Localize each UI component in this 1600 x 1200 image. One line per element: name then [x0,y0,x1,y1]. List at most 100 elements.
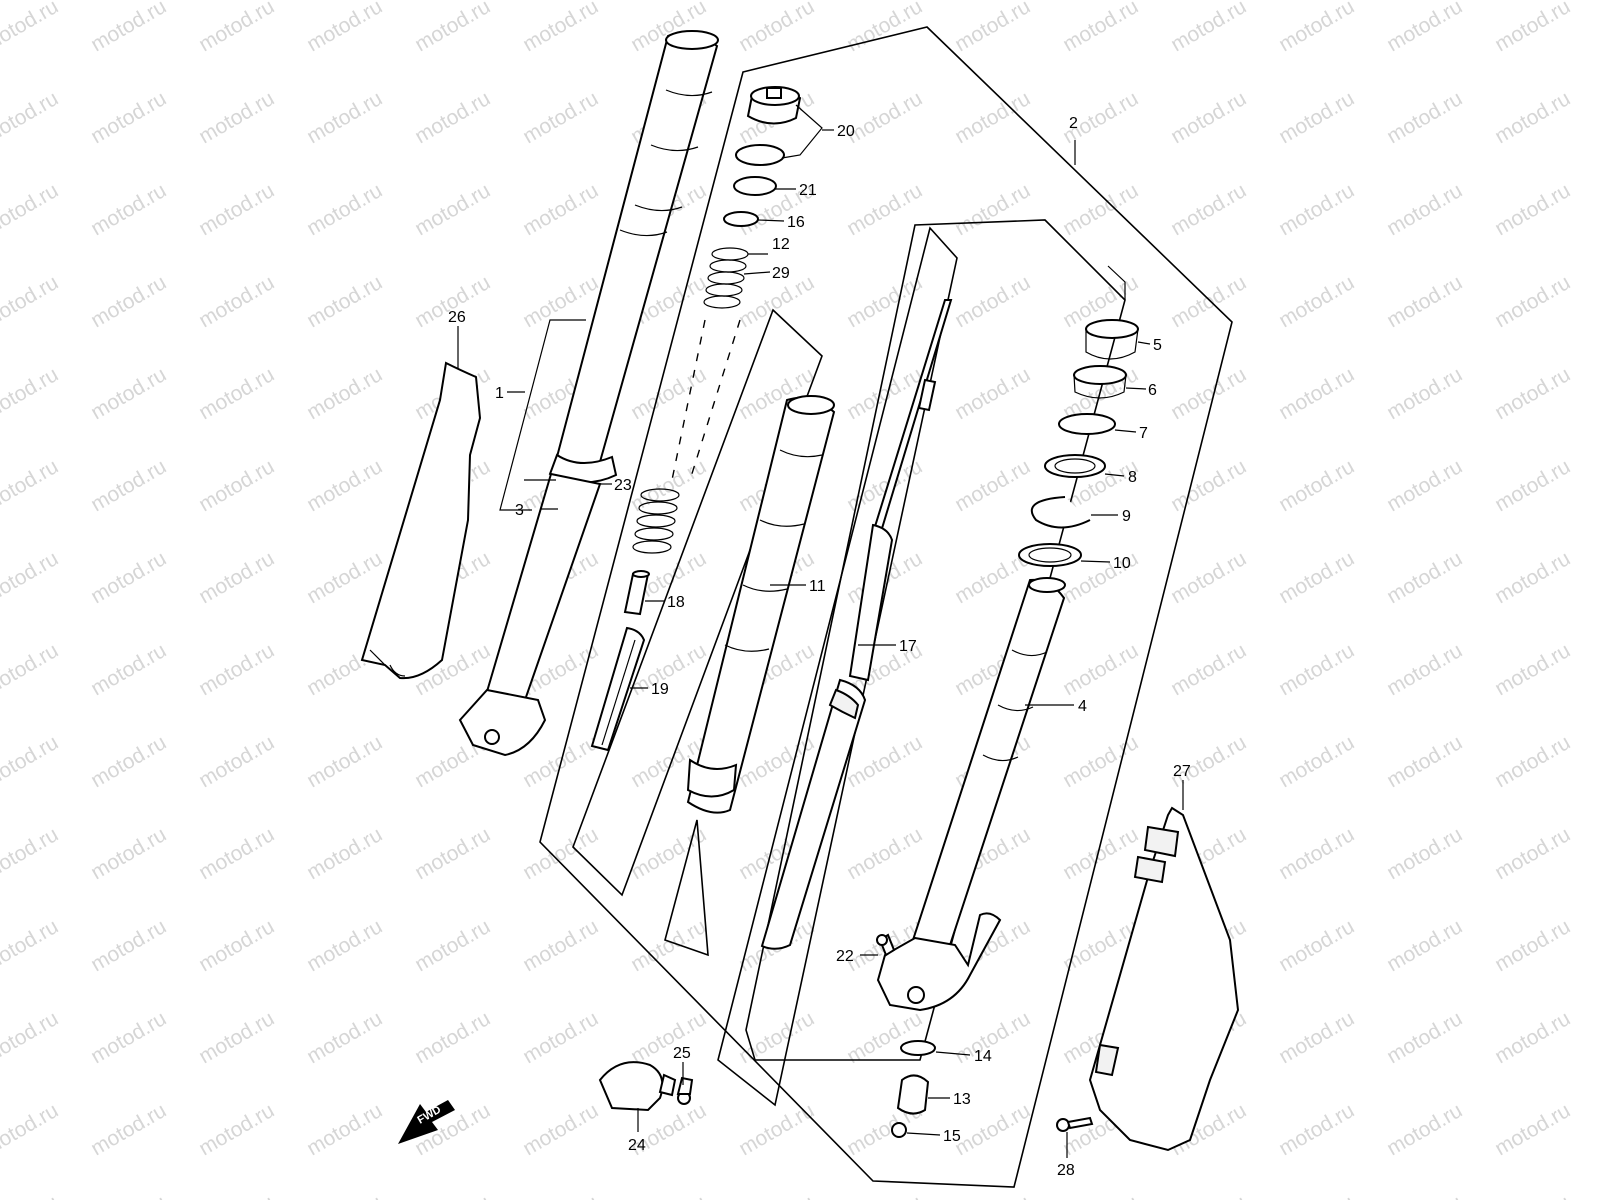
leader-lines [457,104,1184,1158]
watermark-text: motod.ru [1059,1191,1142,1200]
watermark-text: motod.ru [519,0,602,56]
watermark-text: motod.ru [195,915,278,976]
callout-14: 14 [974,1048,992,1065]
callout-26: 26 [448,309,466,326]
watermark-text: motod.ru [0,823,62,884]
watermark-text: motod.ru [1275,1007,1358,1068]
assembly-11-group-outline [572,308,823,897]
callout-19: 19 [651,681,669,698]
watermark-text: motod.ru [1491,363,1574,424]
watermark-text: motod.ru [843,731,926,792]
watermark-text: motod.ru [303,1099,386,1160]
watermark-text: motod.ru [1491,823,1574,884]
watermark-text: motod.ru [303,1007,386,1068]
watermark-text: motod.ru [1383,915,1466,976]
watermark-text: motod.ru [951,455,1034,516]
watermark-text: motod.ru [951,363,1034,424]
watermark-text: motod.ru [1275,823,1358,884]
outer-tube-part-1 [458,30,719,757]
watermark-text: motod.ru [1167,179,1250,240]
assembly-11-inner-outline [664,819,709,957]
watermark-text: motod.ru [1491,271,1574,332]
callout-3: 3 [515,502,524,519]
watermark-text: motod.ru [1275,87,1358,148]
watermark-text: motod.ru [1383,363,1466,424]
watermark-text: motod.ru [195,547,278,608]
collar-part-18 [623,570,650,616]
watermark-text: motod.ru [1491,731,1574,792]
watermark-text: motod.ru [519,271,602,332]
spring-lower [632,488,680,554]
watermark-text: motod.ru [195,0,278,56]
watermark-text: motod.ru [87,455,170,516]
watermark-text: motod.ru [411,87,494,148]
fork-guard-part-27 [1088,806,1240,1152]
watermark-text: motod.ru [303,1191,386,1200]
watermark-text: motod.ru [843,0,926,56]
callout-25: 25 [673,1045,691,1062]
watermark-text: motod.ru [1383,271,1466,332]
watermark-text: motod.ru [1383,0,1466,56]
watermark-text: motod.ru [0,639,62,700]
watermark-text: motod.ru [0,271,62,332]
watermark-text: motod.ru [1167,639,1250,700]
watermark-text: motod.ru [195,823,278,884]
watermark-text: motod.ru [0,179,62,240]
watermark-text: motod.ru [1059,639,1142,700]
watermark-text: motod.ru [0,731,62,792]
callout-28: 28 [1057,1162,1075,1179]
watermark-text: motod.ru [951,1007,1034,1068]
callout-labels: 1 2 3 4 5 6 7 8 9 10 11 12 13 14 15 16 1… [448,115,1191,1179]
watermark-text: motod.ru [0,1191,62,1200]
watermark-text: motod.ru [951,179,1034,240]
callout-22: 22 [836,948,854,965]
watermark-text: motod.ru [1275,639,1358,700]
callout-17: 17 [899,638,917,655]
watermark-text: motod.ru [87,823,170,884]
watermark-text: motod.ru [1167,547,1250,608]
watermark-text: motod.ru [195,731,278,792]
callout-12: 12 [772,236,790,253]
watermark-text: motod.ru [1275,731,1358,792]
watermark-text: motod.ru [411,1007,494,1068]
callout-8: 8 [1128,469,1137,486]
washer-part-21 [733,176,777,196]
callout-16: 16 [787,214,805,231]
callout-5: 5 [1153,337,1162,354]
watermark-text: motod.ru [1491,179,1574,240]
clamp-part-24 [598,1061,677,1112]
watermark-text: motod.ru [195,87,278,148]
watermark-text: motod.ru [519,823,602,884]
washer-part-7 [1058,413,1116,435]
watermark-text: motod.ru [1275,179,1358,240]
watermark-text: motod.ru [735,1191,818,1200]
watermark-text: motod.ru [1275,455,1358,516]
watermark-text: motod.ru [1383,455,1466,516]
watermark-text: motod.ru [303,823,386,884]
watermark-text: motod.ru [1167,271,1250,332]
bolt-part-22 [876,933,896,957]
callout-23: 23 [614,477,632,494]
watermark-text: motod.ru [519,915,602,976]
callout-21: 21 [799,182,817,199]
washer-part-16 [723,211,759,227]
watermark-text: motod.ru [1383,87,1466,148]
nut-part-13 [896,1074,930,1115]
watermark-text: motod.ru [519,1007,602,1068]
watermark-text: motod.ru [87,363,170,424]
callout-7: 7 [1139,425,1148,442]
watermark-text: motod.ru [735,1099,818,1160]
watermark-text: motod.ru [87,271,170,332]
watermark-text: motod.ru [87,915,170,976]
watermark-text: motod.ru [951,1191,1034,1200]
watermark-text: motod.ru [627,1191,710,1200]
watermark-text: motod.ru [1167,87,1250,148]
watermark-text: motod.ru [951,0,1034,56]
watermark-text: motod.ru [411,915,494,976]
watermark-text: motod.ru [1275,1191,1358,1200]
watermark-text: motod.ru [627,1007,710,1068]
watermark-text: motod.ru [519,1191,602,1200]
rod-part-19 [590,626,646,752]
